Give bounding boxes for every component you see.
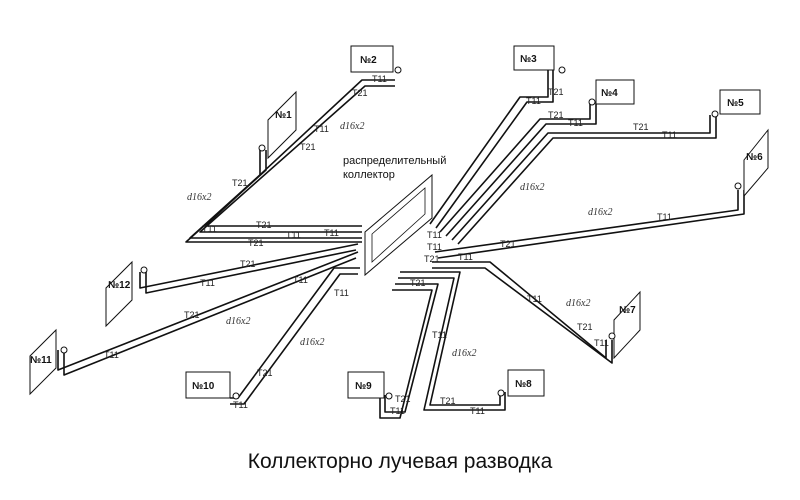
pipe-spec-label: d16x2 [226,316,250,327]
return-tag: T21 [548,110,564,120]
node-n8: №8 [497,369,545,397]
supply-tag: T11 [427,242,442,252]
node-label-n10: №10 [192,381,215,392]
supply-tag: T11 [334,288,349,298]
supply-tag: T11 [390,406,405,416]
pipe-spec-label: d16x2 [452,348,476,359]
supply-tag: T11 [233,400,248,410]
node-n3: №3 [513,45,566,74]
node-label-n5: №5 [727,98,744,109]
return-tag: T21 [548,87,564,97]
pipe-spec-label: d16x2 [588,207,612,218]
return-tag: T21 [352,88,368,98]
return-tag: T21 [440,396,456,406]
collector-label-line2: коллектор [343,169,395,181]
supply-tag: T11 [286,230,301,240]
return-tag: T21 [248,238,264,248]
supply-tag: T11 [427,230,442,240]
return-tag: T21 [395,394,411,404]
supply-tag: T11 [314,124,329,134]
pipe-spec-label: d16x2 [566,298,590,309]
supply-tag: T11 [458,252,473,262]
return-tag: T21 [257,368,273,378]
pipe-tags: T11 T21 T11 T21 T21 T11 T21 T11 T21 T11 … [104,74,677,416]
supply-tag: T11 [293,275,308,285]
node-label-n11: №11 [30,355,52,366]
return-tag: T21 [300,142,316,152]
node-label-n7: №7 [619,305,636,316]
node-label-n8: №8 [515,379,532,390]
supply-tag: T11 [657,212,672,222]
node-n2: №2 [350,45,402,74]
diagram-caption: Коллекторно лучевая разводка [247,450,553,473]
return-tag: T21 [410,278,426,288]
node-n4: №4 [588,79,635,106]
pipe-runs [57,70,745,419]
pipe-spec-label: d16x2 [300,337,324,348]
supply-tag: T11 [470,406,485,416]
pipe-spec-label: d16x2 [340,121,364,132]
return-tag: T21 [232,178,248,188]
node-label-n9: №9 [355,381,372,392]
node-n7: №7 [608,290,641,360]
supply-tag: T11 [104,350,119,360]
node-n12: №12 [105,260,148,328]
pipe-spec-label: d16x2 [187,192,211,203]
return-tag: T21 [633,122,649,132]
supply-tag: T11 [526,96,541,106]
supply-tag: T11 [432,330,447,340]
return-tag: T21 [184,310,200,320]
supply-tag: T11 [372,74,387,84]
return-tag: T21 [240,259,256,269]
return-tag: T21 [500,239,516,249]
node-label-n4: №4 [601,88,618,99]
supply-tag: T11 [568,118,583,128]
supply-tag: T11 [202,224,217,234]
supply-tag: T11 [527,294,542,304]
node-label-n6: №6 [746,152,763,163]
node-label-n3: №3 [520,54,537,65]
node-label-n12: №12 [108,280,131,291]
supply-tag: T11 [662,130,677,140]
node-n5: №5 [711,89,761,118]
supply-tag: T11 [324,228,339,238]
node-n10: №10 [185,371,240,400]
node-n1: №1 [258,90,297,160]
supply-tag: T11 [594,338,609,348]
supply-tag: T11 [200,278,215,288]
node-label-n1: №1 [275,110,292,121]
collector-label-line1: распределительный [343,155,446,167]
return-tag: T21 [256,220,272,230]
pipe-spec-label: d16x2 [520,182,544,193]
return-tag: T21 [424,254,440,264]
node-label-n2: №2 [360,55,377,66]
distribution-collector [364,173,433,277]
node-n11: №11 [29,328,68,396]
node-n6: №6 [734,128,769,198]
node-n9: №9 [347,371,393,400]
return-tag: T21 [577,322,593,332]
